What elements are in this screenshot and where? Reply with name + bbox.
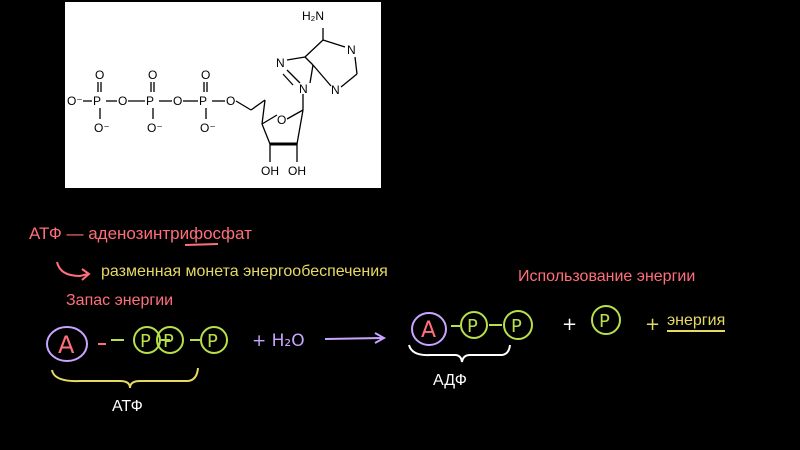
p-atom-2: P — [146, 94, 154, 108]
ribose-ring-o: O — [277, 113, 286, 127]
energy-product-label: энергия — [667, 311, 726, 332]
adenine-circle — [46, 326, 88, 362]
o-minus-2: O⁻ — [147, 121, 163, 135]
nh2-label: H₂N — [302, 9, 324, 23]
phosphate-circle-2 — [156, 326, 184, 354]
plus-sign-2: + — [645, 314, 660, 335]
phosphate-circle-1 — [133, 326, 161, 354]
p-atom-1: P — [93, 94, 101, 108]
o-bridge-2: O — [173, 94, 182, 108]
o-bridge-3: O — [226, 94, 235, 108]
free-phosphate-letter: P — [599, 311, 610, 332]
water-term: + H₂O — [252, 331, 305, 351]
atp-definition: АТФ — аденозинтрифосфат — [29, 224, 252, 243]
atp-structure-diagram: O⁻ P O O⁻ O P O O⁻ O P O O⁻ O O — [67, 9, 358, 178]
atp-structure-image: O⁻ P O O⁻ O P O O⁻ O P O O⁻ O O — [65, 2, 381, 188]
p-atom-3: P — [199, 94, 207, 108]
adp-brace-label: АДФ — [433, 372, 467, 389]
adp-adenine-circle — [411, 312, 447, 346]
o-bridge-1: O — [118, 94, 127, 108]
phosphate-circle-3 — [200, 326, 228, 354]
ring-n-7: N — [276, 56, 285, 70]
free-phosphate-circle — [591, 305, 621, 335]
adp-phosphate-circle-2 — [503, 310, 533, 340]
adp-phosphate-circle-1 — [460, 311, 488, 339]
oh-right: OH — [288, 164, 306, 178]
ring-n-1: N — [347, 43, 356, 57]
oh-left: OH — [261, 164, 279, 178]
adenine-letter: A — [58, 331, 75, 359]
adp-phosphate-letter-1: P — [467, 316, 478, 337]
adp-phosphate-letter-2: P — [511, 316, 522, 337]
ring-n-3: N — [331, 83, 340, 97]
energy-currency-note: разменная монета энергообеспечения — [101, 263, 388, 280]
phosphate-letter-2: P — [163, 331, 174, 352]
adp-brace — [408, 344, 511, 363]
phosphate-letter-1: P — [140, 331, 151, 352]
o-minus-3: O⁻ — [200, 121, 216, 135]
curved-arrow — [56, 261, 89, 278]
ring-n-9: N — [299, 82, 308, 96]
o-minus-left: O⁻ — [67, 94, 83, 108]
o-minus-1: O⁻ — [94, 121, 110, 135]
plus-sign-1: + — [562, 314, 577, 335]
phosphate-letter-3: P — [207, 331, 218, 352]
tri-underline — [184, 243, 219, 246]
o-double-3: O — [201, 68, 210, 82]
adp-adenine-letter: A — [421, 318, 436, 343]
o-double-1: O — [95, 68, 104, 82]
curved-arrow-head — [81, 268, 91, 281]
atp-brace — [51, 367, 199, 389]
o-double-2: O — [148, 68, 157, 82]
energy-usage-label: Использование энергии — [518, 268, 696, 285]
atp-brace-label: АТФ — [112, 398, 143, 415]
reaction-arrow — [324, 337, 384, 340]
energy-storage-label: Запас энергии — [66, 292, 174, 309]
reaction-arrow-head — [374, 332, 387, 344]
